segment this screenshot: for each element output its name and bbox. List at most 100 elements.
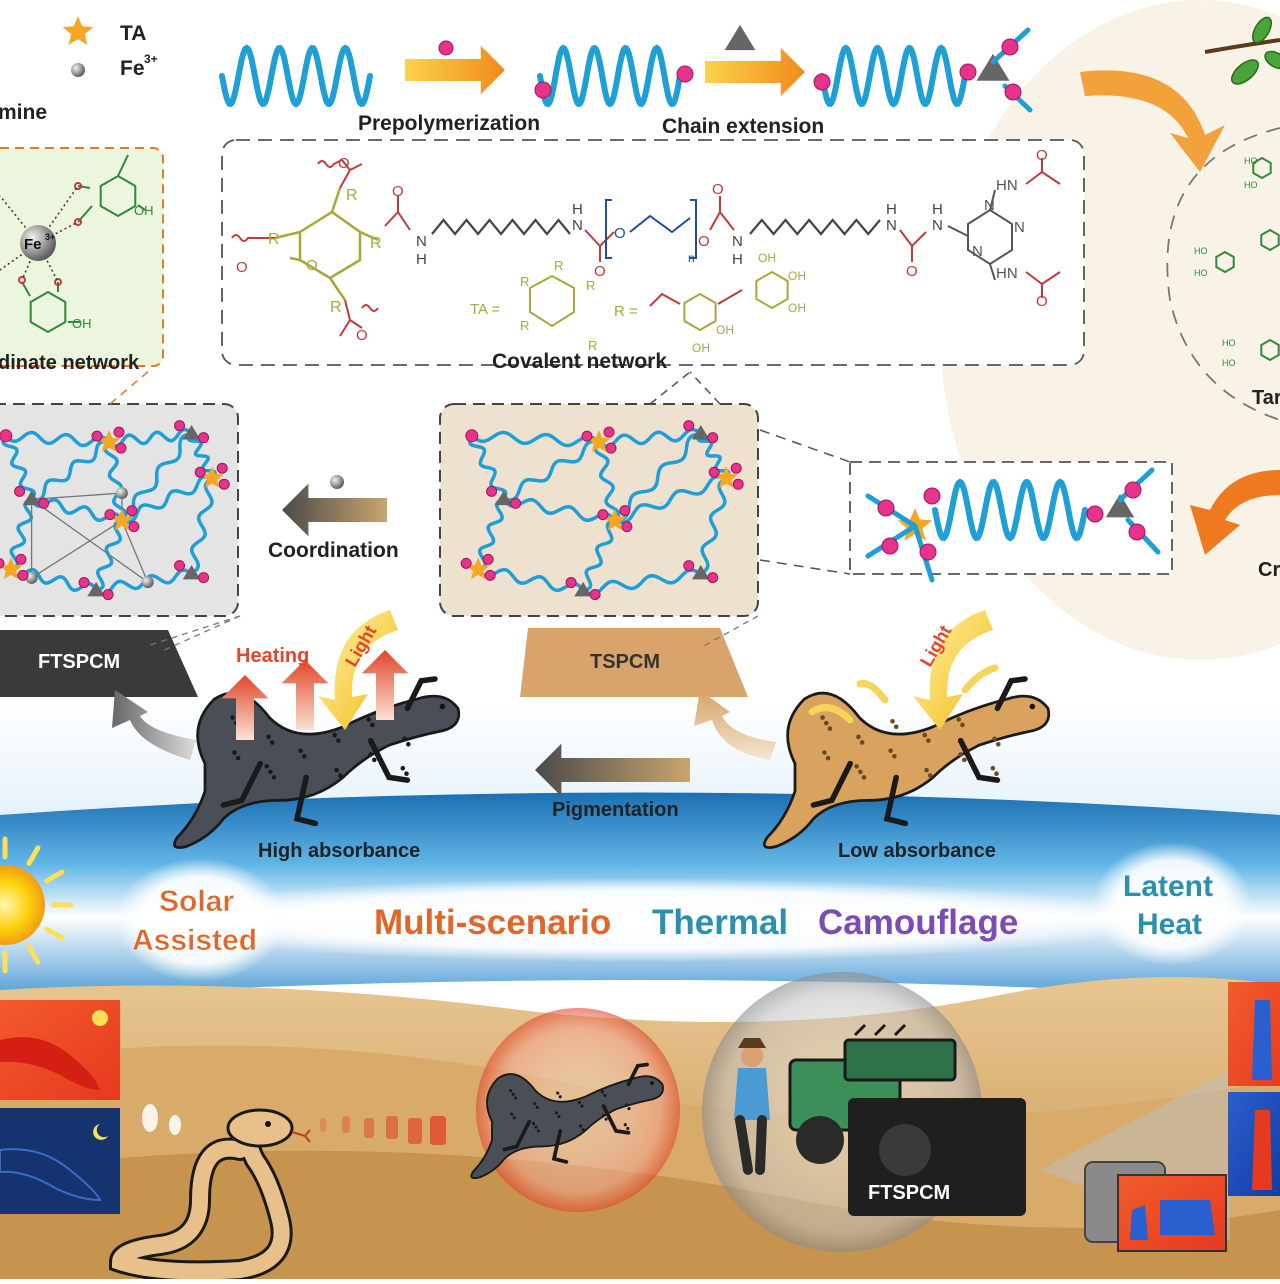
ho-label: HO <box>1222 338 1236 348</box>
triazine-n: N <box>984 197 995 214</box>
benzene-ring <box>99 174 137 218</box>
lizard-spot <box>893 724 899 730</box>
fe-ion-icon <box>115 487 128 500</box>
carbonyl-bottom <box>1025 271 1061 298</box>
network-chain <box>4 430 111 448</box>
sun-ray <box>44 869 65 884</box>
pink-node <box>683 420 695 432</box>
pink-node <box>198 572 210 584</box>
legend-ta-label: TA <box>120 22 146 45</box>
amide-n: N <box>416 233 427 250</box>
network-chain <box>581 568 703 596</box>
crosslinker-triangle-icon <box>976 53 1010 81</box>
solar-glow <box>115 858 285 982</box>
heat-arrow-icon <box>221 675 269 740</box>
lizard-legs <box>220 676 438 827</box>
triazine-n: N <box>972 243 983 260</box>
lizard-spot <box>854 764 859 769</box>
coordination-line <box>31 498 149 583</box>
lizard-spot <box>961 757 967 763</box>
lizard-spot <box>861 775 867 780</box>
coordinate-network-label: dinate network <box>0 352 140 374</box>
lizard-spot <box>926 738 931 743</box>
banner-glow <box>120 878 1160 962</box>
pink-node <box>482 553 494 565</box>
lizard-legs <box>810 676 1028 827</box>
reflected-light-icon <box>808 664 999 724</box>
r-small: R <box>554 258 563 273</box>
heat-arrow-icon <box>361 650 409 720</box>
coordination-bonds <box>0 185 79 283</box>
pink-node <box>460 557 472 569</box>
ho-label: HO <box>1194 246 1208 256</box>
pink-node <box>732 478 744 490</box>
benzene-ring <box>683 292 717 332</box>
pink-node <box>919 543 937 561</box>
network-chain <box>29 440 111 502</box>
ho-label: HO <box>1194 268 1208 278</box>
ta-star-icon <box>714 466 738 488</box>
crosslinker-triangle-icon <box>87 581 105 597</box>
coordination-arrow-icon <box>282 483 387 537</box>
crosslinker-triangle-icon <box>691 564 710 580</box>
lizard-spot <box>514 1096 518 1100</box>
branch <box>1204 38 1280 54</box>
pink-node <box>14 485 26 497</box>
carbonyl-oxygen: O <box>356 327 368 344</box>
person-shirt <box>734 1068 770 1120</box>
lizard-spot <box>604 1117 608 1121</box>
lizard-spot <box>531 1121 536 1126</box>
ta-star-icon <box>110 508 134 531</box>
urethane-link <box>584 229 615 262</box>
lizard-spot <box>623 1123 627 1127</box>
pink-node <box>683 560 695 572</box>
bubble-lizard <box>470 1062 664 1180</box>
lizard-spot <box>370 722 375 728</box>
curved-arrow-crosslink-icon <box>1190 470 1280 555</box>
title-thermal: Thermal <box>652 903 788 942</box>
pink-node <box>104 509 116 521</box>
lizard-spot <box>557 1115 561 1119</box>
fe-atom-label: Fe <box>24 236 42 253</box>
crosslink-unit <box>849 461 1173 583</box>
lizard-spot <box>302 753 307 759</box>
ftspcm-label: FTSPCM <box>38 651 120 673</box>
network-chain <box>699 476 728 576</box>
ho-label: HO <box>1222 358 1236 368</box>
network-chain <box>593 440 621 523</box>
peg-chain <box>629 214 691 234</box>
urethane-oxygen2: O <box>712 181 724 198</box>
network-chain <box>189 476 214 576</box>
pink-node <box>174 560 186 572</box>
r-small: R <box>588 338 597 353</box>
oxygen-atom <box>74 218 82 226</box>
pink-node <box>438 40 454 56</box>
curved-arrow-up-icon <box>694 690 776 760</box>
r-group: R <box>346 187 358 204</box>
urea-n2: N <box>932 217 943 234</box>
pink-node <box>1124 481 1142 499</box>
lizard-spot <box>266 734 271 740</box>
legend-amine-label: mine <box>0 101 47 124</box>
lizard-spot <box>337 773 343 778</box>
ring-bonds-bottom <box>21 281 80 323</box>
lizard-spot <box>511 1092 515 1096</box>
crosslink-label: Cr <box>1258 559 1280 581</box>
pink-node <box>102 589 114 601</box>
urea-h2: H <box>932 201 943 218</box>
chain-extension-label: Chain extension <box>662 115 824 138</box>
tspcm-network <box>439 403 759 617</box>
galloyl-link <box>649 289 743 307</box>
lizard-spot <box>892 753 897 759</box>
ho-label: HO <box>1244 180 1258 190</box>
network-chain <box>581 518 617 593</box>
network-chain <box>120 474 214 524</box>
amide-h: H <box>416 251 427 268</box>
pink-node <box>1128 523 1146 541</box>
alkyl-chain <box>749 218 881 236</box>
pink-node <box>17 569 29 581</box>
pink-node <box>126 505 138 517</box>
zoom-line <box>149 615 241 653</box>
lizard-spot <box>859 740 865 745</box>
r-small: R <box>520 318 529 333</box>
